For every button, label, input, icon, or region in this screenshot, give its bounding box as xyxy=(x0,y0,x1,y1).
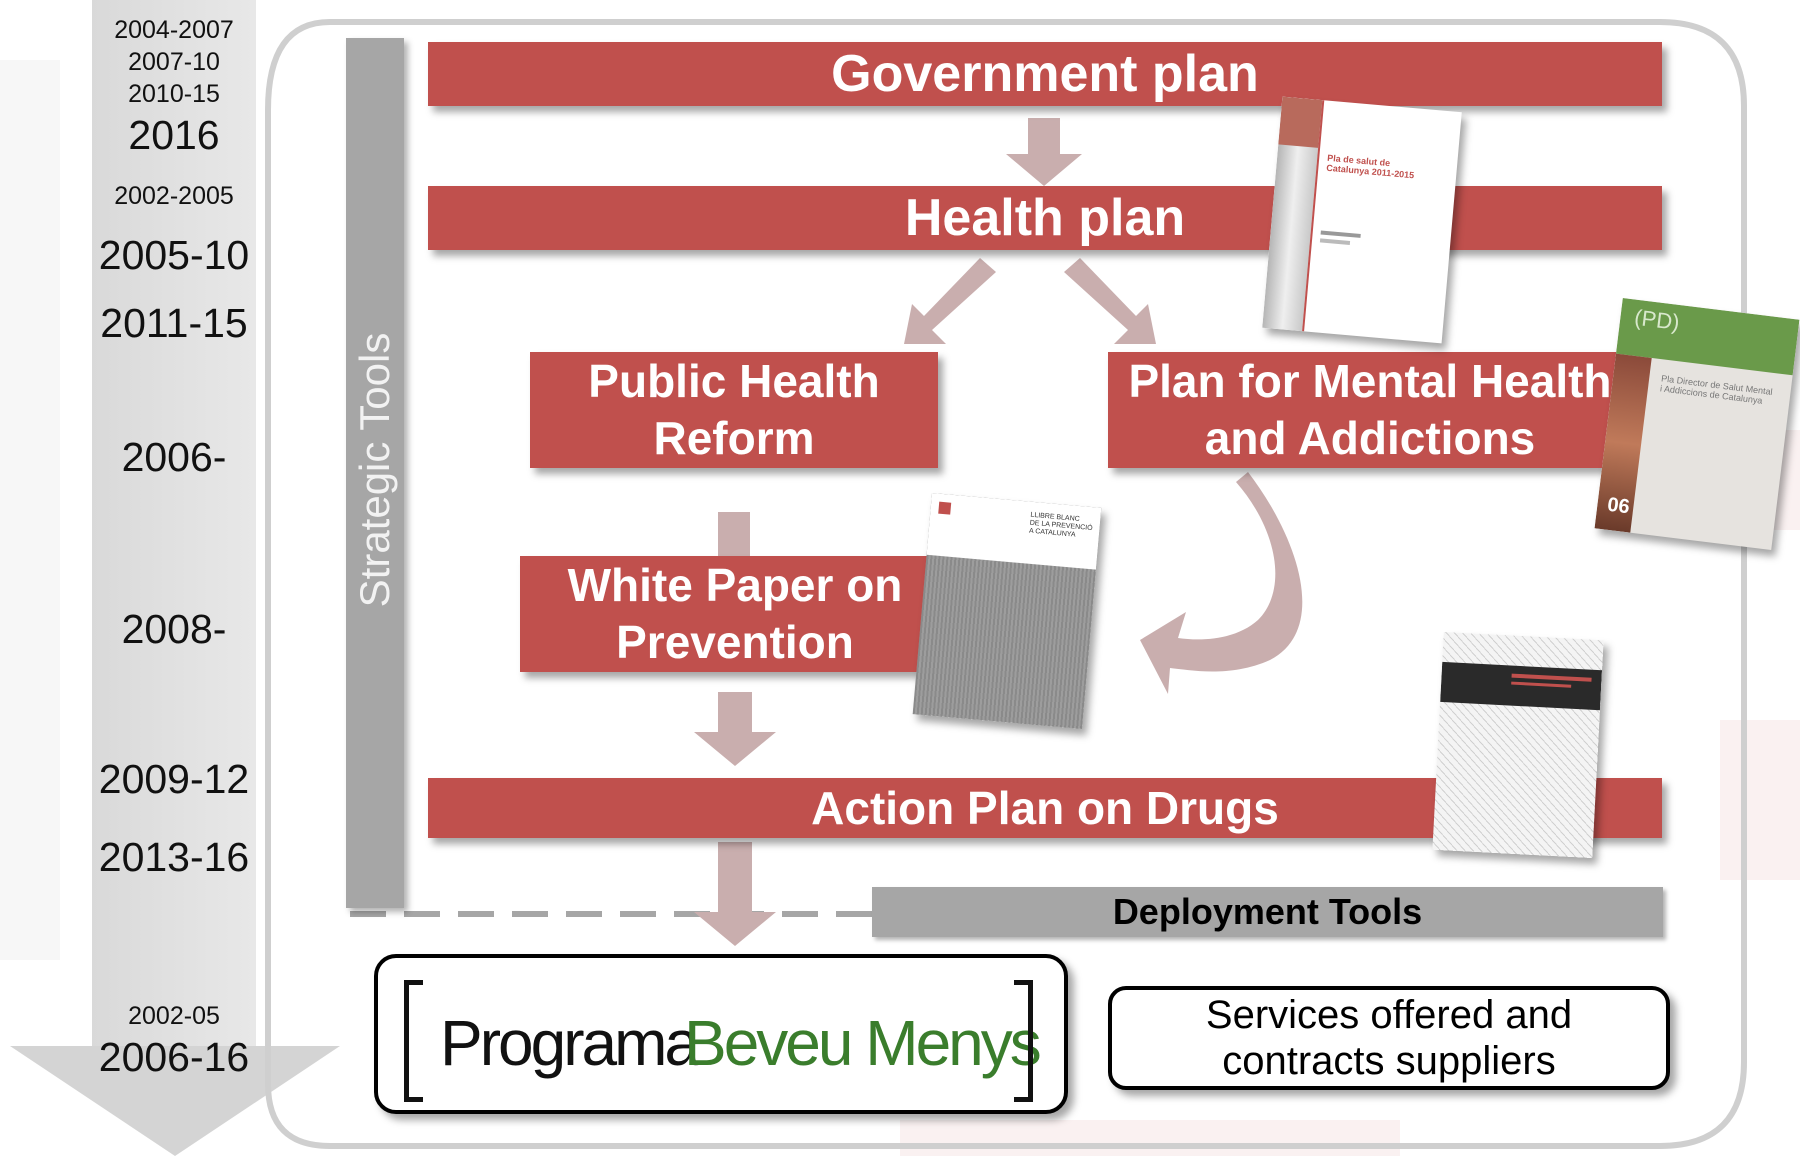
year-label: 2009-12 xyxy=(98,756,250,802)
year-label: 2008- xyxy=(121,606,227,652)
year-label: 2006- xyxy=(121,434,227,480)
health-plan-cover-image: Pla de salut de Catalunya 2011-2015 xyxy=(1262,96,1462,344)
logo-right-bracket xyxy=(1014,980,1033,1102)
year-label: 2010-15 xyxy=(128,80,220,108)
arrow-action-to-programa xyxy=(694,842,776,946)
government-plan-box: Government plan xyxy=(428,42,1662,106)
arrow-whitepaper-to-action xyxy=(694,692,776,766)
year-label: 2006-16 xyxy=(98,1034,250,1080)
services-box: Services offered and contracts suppliers xyxy=(1108,986,1670,1090)
white-paper-cover-image: LLIBRE BLANC DE LA PREVENCIÓ A CATALUNYA xyxy=(912,493,1102,729)
year-label: 2002-2005 xyxy=(114,182,234,210)
white-paper-line1: White Paper on xyxy=(567,559,903,611)
background-watermark xyxy=(0,60,1800,1156)
mental-health-plan-line2: and Addictions xyxy=(1204,412,1536,464)
arrow-health-to-mental xyxy=(1064,258,1156,344)
public-health-reform-box: Public Health Reform xyxy=(530,352,938,468)
year-label: 2005-10 xyxy=(98,232,250,278)
year-label: 2016 xyxy=(128,112,220,158)
public-health-reform-line2: Reform xyxy=(653,412,815,464)
year-label: 2004-2007 xyxy=(114,16,234,44)
mental-health-plan-box: Plan for Mental Health and Addictions xyxy=(1108,352,1632,468)
arrow-health-to-public xyxy=(904,258,996,344)
action-plan-cover-image xyxy=(1432,631,1604,859)
arrow-gov-to-health xyxy=(1006,118,1082,186)
logo-left-bracket xyxy=(404,980,423,1102)
white-paper-line2: Prevention xyxy=(616,616,854,668)
year-label: 2002-05 xyxy=(128,1002,220,1030)
logo-programa-text: Programa xyxy=(440,1007,700,1079)
strategic-tools-bar xyxy=(346,38,404,908)
health-plan-box: Health plan xyxy=(428,186,1662,250)
diagram-frame xyxy=(265,19,1747,1149)
year-label: 2011-15 xyxy=(100,300,248,346)
services-line2: contracts suppliers xyxy=(1222,1039,1556,1083)
government-plan-label: Government plan xyxy=(831,45,1259,103)
mental-health-cover-image: (PD) Pla Director de Salut Mental i Addi… xyxy=(1594,298,1800,550)
logo-beveu-menys-text: Beveu Menys xyxy=(684,1007,1042,1079)
year-label: 2007-10 xyxy=(128,48,220,76)
health-plan-label: Health plan xyxy=(904,189,1186,247)
deployment-tools-label: Deployment Tools xyxy=(1112,891,1423,932)
deployment-tools-bar: Deployment Tools xyxy=(872,887,1663,937)
timeline-arrow xyxy=(10,0,340,1156)
curved-arrow-mental-to-whitepaper xyxy=(1140,472,1303,694)
services-line1: Services offered and xyxy=(1205,993,1573,1037)
programa-beveu-menys-box: Programa Beveu Menys xyxy=(374,954,1068,1114)
white-paper-box: White Paper on Prevention xyxy=(520,556,950,672)
mental-health-cover-number: 06 xyxy=(1606,493,1631,519)
public-health-reform-line1: Public Health xyxy=(588,355,880,407)
mental-health-plan-line1: Plan for Mental Health xyxy=(1128,355,1612,407)
strategic-tools-label: Strategic Tools xyxy=(351,332,398,608)
action-plan-label: Action Plan on Drugs xyxy=(811,781,1279,834)
year-label: 2013-16 xyxy=(98,834,250,880)
arrow-public-to-whitepaper xyxy=(718,512,750,562)
